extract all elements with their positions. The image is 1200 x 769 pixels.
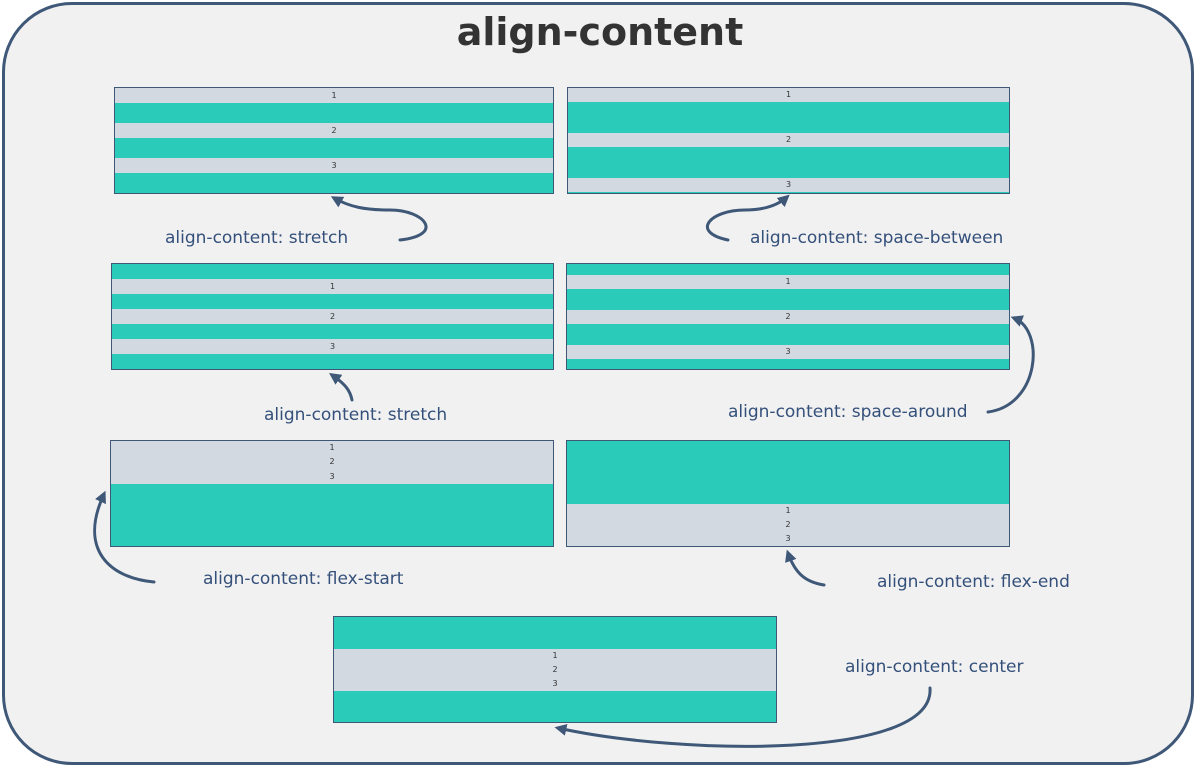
item-row: 2	[567, 310, 1009, 324]
panel-center: 1 2 3	[333, 616, 777, 723]
label-stretch-2: align-content: stretch	[264, 405, 448, 425]
panel-space-between: 1 2 3	[567, 87, 1010, 194]
panel-flex-start: 1 2 3	[110, 440, 554, 547]
item-label: 1	[552, 651, 558, 660]
panel-stretch-2: 1 2 3	[111, 263, 554, 370]
item-label: 1	[785, 90, 792, 99]
item-label: 2	[552, 665, 558, 674]
item-row: 1	[567, 275, 1009, 289]
item-label: 2	[785, 520, 791, 529]
label-space-around: align-content: space-around	[728, 402, 968, 422]
panel-stretch-1: 1 2 3	[114, 87, 554, 194]
item-row: 2	[111, 455, 553, 469]
item-label: 1	[331, 90, 337, 100]
item-row: 3	[568, 178, 1009, 192]
item-label: 3	[785, 180, 792, 189]
item-label: 1	[329, 443, 335, 452]
item-row: 2	[115, 123, 553, 138]
label-flex-start: align-content: flex-start	[203, 569, 404, 589]
item-row: 3	[112, 339, 553, 354]
item-row: 2	[567, 518, 1009, 532]
item-label: 2	[329, 311, 336, 321]
item-label: 3	[552, 679, 558, 688]
item-row: 2	[112, 309, 553, 324]
item-label: 2	[331, 125, 337, 135]
panel-space-around: 1 2 3	[566, 263, 1010, 370]
item-label: 2	[785, 312, 791, 321]
item-row: 3	[115, 158, 553, 173]
item-row: 3	[567, 345, 1009, 359]
item-row: 1	[567, 504, 1009, 518]
panel-flex-end: 1 2 3	[566, 440, 1010, 547]
item-row: 1	[111, 441, 553, 455]
item-row: 3	[334, 677, 776, 691]
item-label: 3	[785, 534, 791, 543]
diagram-title: align-content	[456, 10, 744, 54]
item-label: 3	[331, 160, 337, 170]
label-stretch-1: align-content: stretch	[165, 228, 349, 248]
item-label: 2	[785, 135, 792, 144]
item-row: 2	[568, 133, 1009, 147]
item-label: 2	[329, 457, 335, 466]
item-label: 3	[785, 347, 791, 356]
item-row: 1	[115, 88, 553, 103]
item-label: 3	[329, 341, 336, 351]
item-label: 1	[785, 506, 791, 515]
item-row: 3	[111, 469, 553, 484]
item-row: 1	[568, 88, 1009, 102]
item-label: 3	[329, 471, 335, 481]
item-row: 1	[112, 279, 553, 294]
item-row: 3	[567, 532, 1009, 546]
item-row: 2	[334, 663, 776, 677]
item-label: 1	[329, 281, 336, 291]
label-flex-end: align-content: flex-end	[877, 572, 1070, 592]
item-row: 1	[334, 649, 776, 663]
item-label: 1	[785, 277, 791, 286]
label-space-between: align-content: space-between	[750, 228, 1004, 248]
label-center: align-content: center	[845, 657, 1024, 677]
